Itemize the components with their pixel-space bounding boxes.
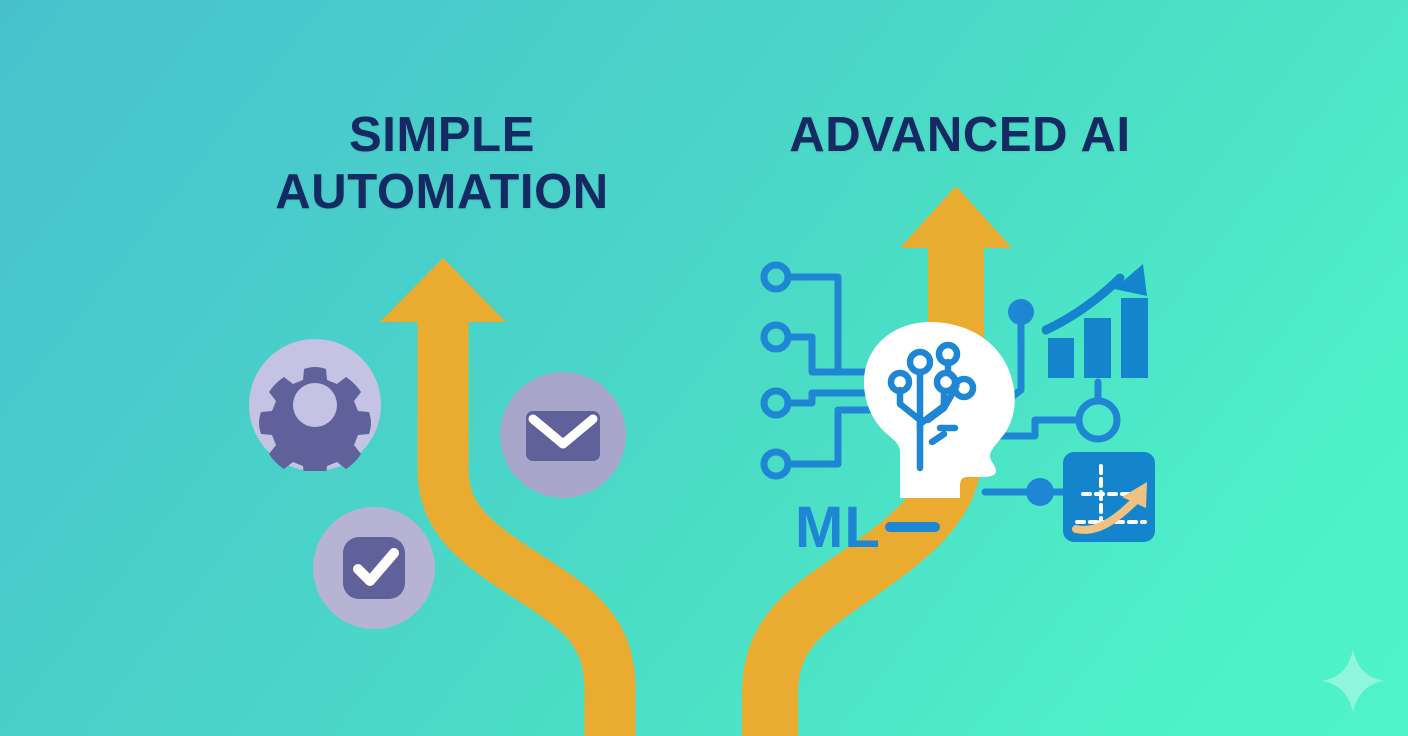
ml-label: ML <box>795 495 881 560</box>
checkbox-icon-bubble[interactable] <box>313 507 435 629</box>
page-title-right: ADVANCED AI <box>789 108 1131 162</box>
page-title-left: SIMPLE AUTOMATION <box>275 108 609 219</box>
sparkle-icon <box>1322 650 1384 712</box>
checkbox-icon <box>343 537 405 599</box>
bar-chart-growth-icon <box>1041 264 1148 378</box>
gear-icon-bubble[interactable] <box>249 339 381 479</box>
upward-arrow-left <box>380 258 636 736</box>
gear-icon <box>259 367 371 479</box>
envelope-icon <box>526 411 600 461</box>
envelope-icon-bubble[interactable] <box>500 372 626 498</box>
analytics-tile-icon <box>1063 452 1155 542</box>
